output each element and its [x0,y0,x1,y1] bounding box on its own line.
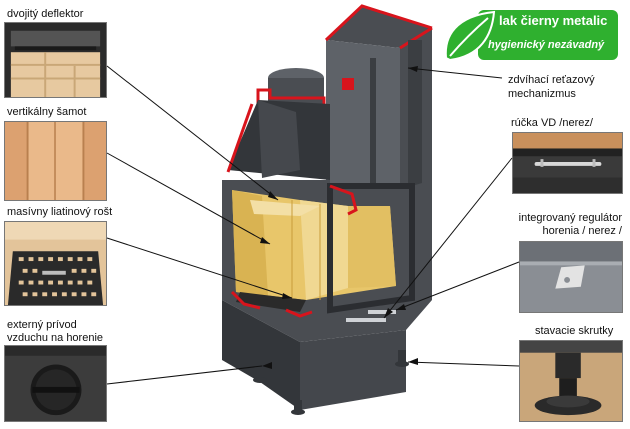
grate-hole [48,257,54,262]
label-screws: stavacie skrutky [535,325,614,337]
grate-hole [61,292,67,297]
grate-hole [32,268,38,273]
label-regulator-1: integrovaný regulátor [518,212,622,224]
label-grate: masívny liatinový rošt [7,206,113,218]
grate-hole [81,292,87,297]
grate-photo [4,221,107,306]
grate-hole [28,280,34,285]
label-air-inlet-2: vzduchu na horenie [7,332,104,344]
label-deflector: dvojitý deflektor [7,8,84,20]
label-mechanism-1: zdvíhací reťazový [508,74,595,86]
leader-screws [407,361,520,367]
grate-hole [81,268,87,273]
back-panel [326,6,432,300]
grate-hole [18,280,24,285]
grate-hole [32,292,38,297]
leader-grate [106,237,293,299]
air-inlet-photo [4,345,107,422]
grate-hole [57,257,63,262]
regulator-photo [519,241,623,313]
chamotte-photo [4,121,107,201]
leader-handle [383,157,513,319]
grate-hole [87,257,93,262]
grate-hole [91,268,97,273]
badge-line-1: lak čierny metalic [499,13,608,28]
label-mechanism-2: mechanizmus [508,88,576,100]
leader-regulator [395,261,520,311]
grate-hole [87,280,93,285]
grate-hole [67,257,73,262]
grate-hole [71,292,77,297]
paint-badge [440,6,620,64]
label-air-inlet-1: externý prívod [7,319,77,331]
grate-hole [22,292,28,297]
firebox [232,190,396,300]
main-body [222,180,432,342]
screws-photo [519,340,623,422]
grate-hole [71,268,77,273]
grate-hole [52,292,57,297]
grate-hole [67,280,73,285]
leader-mechanism [407,67,503,79]
leaf-icon [444,10,496,62]
grate-hole [28,257,34,262]
grate-hole [38,257,44,262]
grate-hole [77,257,83,262]
grate-hole [18,257,24,262]
grate-hole [91,292,97,297]
left-housing [228,100,330,180]
grate-hole [48,280,54,285]
handle-photo [512,132,623,194]
label-handle: rúčka VD /nerez/ [511,117,593,129]
grate-hole [42,292,48,297]
grate-hole [77,280,83,285]
grate-hole [22,268,28,273]
grate-hole [38,280,44,285]
grate-hole [57,280,63,285]
leader-chamotte [106,152,271,245]
label-regulator-2: horenia / nerez / [542,225,623,237]
leader-air-inlet [106,365,263,385]
deflector-photo [4,22,107,98]
label-chamotte: vertikálny šamot [7,106,87,118]
leader-deflector [106,65,279,201]
badge-line-2: hygienický nezávadný [488,39,605,51]
